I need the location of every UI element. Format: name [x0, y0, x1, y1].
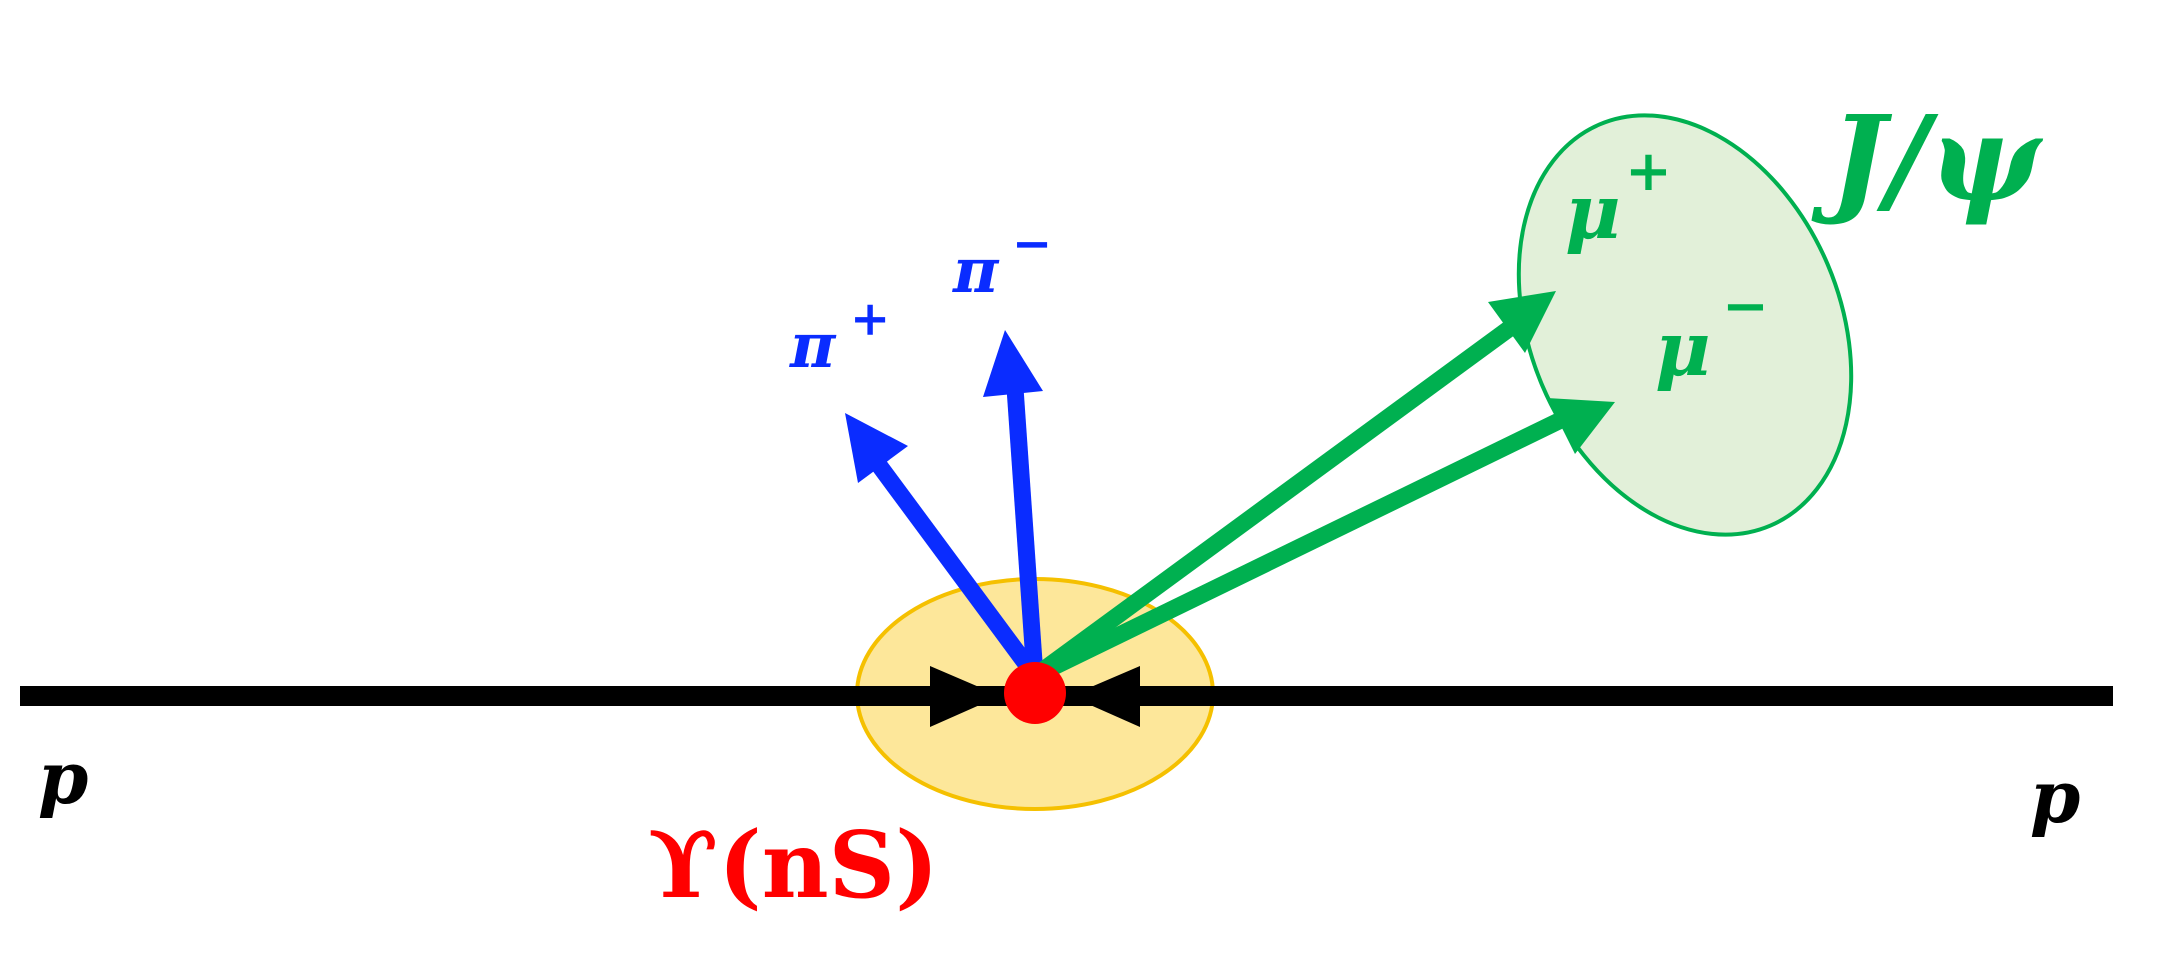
mu-upper-track	[1029, 321, 1516, 683]
left-beam-arrowhead	[930, 666, 1000, 727]
mu-upper-arrowhead	[1488, 291, 1556, 353]
pi-minus-arrowhead	[983, 330, 1043, 397]
mu-plus-superscript: +	[1625, 138, 1672, 204]
mu-lower-track	[1031, 410, 1569, 684]
pi-minus-label: π	[952, 234, 1000, 307]
jpsi-region	[1516, 113, 1854, 537]
mu-minus-superscript: −	[1722, 273, 1769, 339]
pi-plus-label: π	[789, 309, 837, 382]
pi-plus-superscript: +	[850, 291, 890, 347]
mu-lower-arrowhead	[1547, 398, 1615, 454]
pi-minus-superscript: −	[1012, 216, 1052, 272]
pi-plus-track	[863, 447, 1042, 682]
beam-right-label: p	[2030, 754, 2080, 839]
right-beam-arrowhead	[1070, 666, 1140, 727]
pi-minus-track	[1006, 387, 1044, 677]
mu-minus-label: μ	[1655, 304, 1711, 393]
jpsi-label: J/ψ	[1811, 89, 2044, 228]
pi-plus-arrowhead	[845, 413, 908, 483]
beam-left-label: p	[38, 735, 88, 820]
interaction-vertex	[1004, 662, 1066, 724]
mu-plus-label: μ	[1565, 167, 1621, 256]
upsilon-label: ϒ(nS)	[648, 811, 939, 919]
